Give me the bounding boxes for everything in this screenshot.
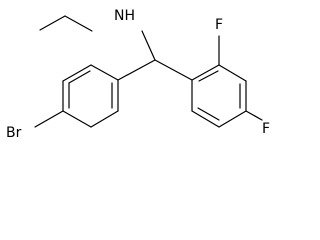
bond-ch-left-ring <box>117 59 156 81</box>
molecule-structure: NH Br F F <box>6 8 270 141</box>
left-ring-bond-4 <box>62 110 92 128</box>
bond-ch2-n <box>64 15 93 32</box>
right-ring-bond-1 <box>191 64 220 81</box>
bond-ring-br <box>34 110 64 128</box>
bond-ch-right-ring <box>154 59 193 81</box>
atom-label-br: Br <box>6 125 22 141</box>
bond-n-ch <box>141 30 156 61</box>
right-ring-double-3 <box>197 107 220 121</box>
right-ring-bond-4 <box>218 110 247 128</box>
left-ring-double-1 <box>68 70 91 84</box>
atom-label-f-para: F <box>262 121 270 137</box>
left-ring-bond-2 <box>62 64 92 82</box>
right-ring-bond-2 <box>218 64 247 82</box>
left-ring-bond-1 <box>90 64 119 81</box>
atom-labels: NH Br F F <box>6 8 270 141</box>
atom-label-f-ortho: F <box>215 17 223 33</box>
left-ring-bond-5 <box>90 110 119 128</box>
bonds <box>34 15 263 128</box>
atom-label-nh: NH <box>114 8 135 24</box>
bond-ch3-ch2 <box>39 15 66 31</box>
right-ring-double-1 <box>198 70 219 82</box>
bond-ring-f-para <box>245 110 263 121</box>
right-ring-bond-5 <box>191 110 220 128</box>
